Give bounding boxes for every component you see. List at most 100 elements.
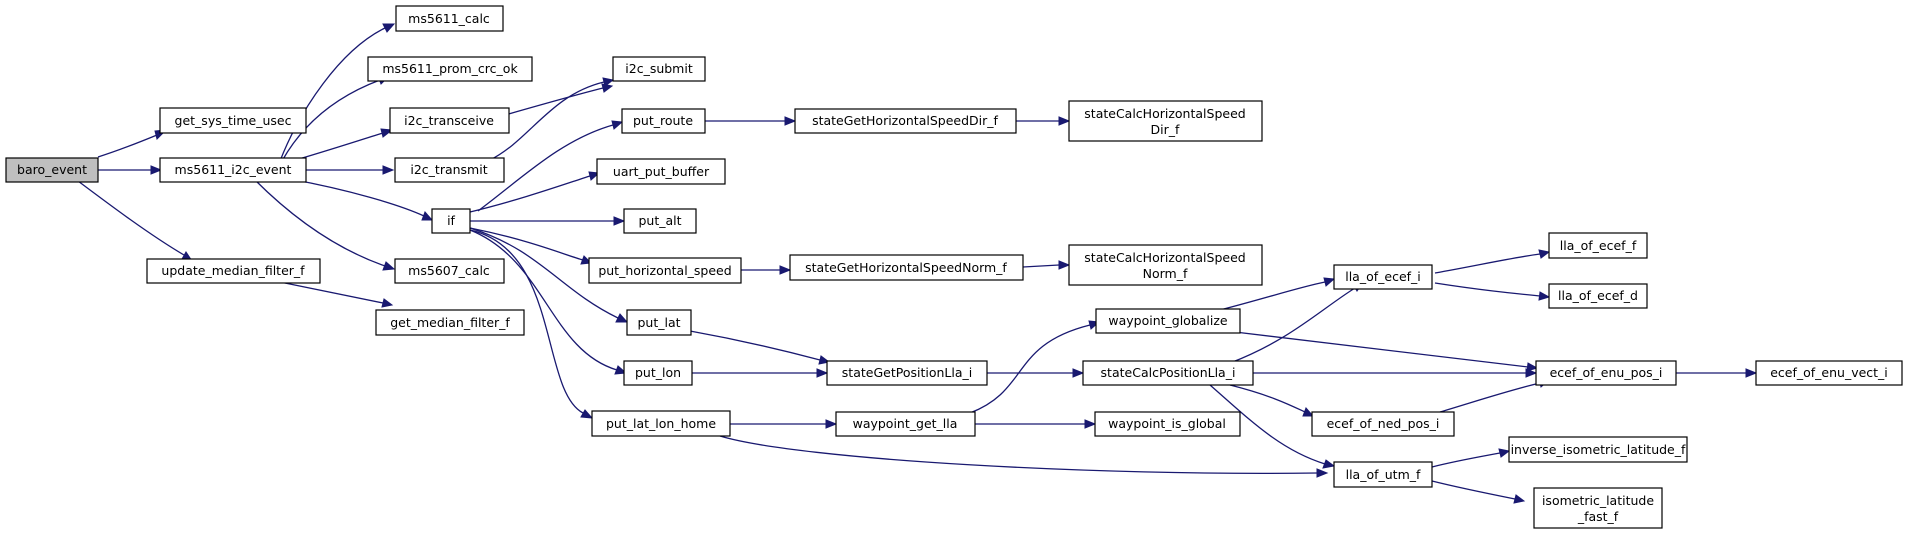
node-i2c_transceive[interactable]: i2c_transceive	[389, 107, 510, 134]
svg-text:stateCalcHorizontalSpeed: stateCalcHorizontalSpeed	[1084, 250, 1245, 265]
edge-lla_of_ecef_i-lla_of_ecef_d	[1434, 282, 1551, 301]
edge-ms5611_i2c_event-i2c_transceive	[291, 128, 394, 162]
node-ms5611_prom_crc_ok[interactable]: ms5611_prom_crc_ok	[367, 56, 533, 82]
edge-put_lon-stateGetPositionLla_i	[690, 368, 829, 378]
edge-i2c_transceive-i2c_submit	[504, 83, 614, 116]
svg-text:Norm_f: Norm_f	[1143, 266, 1188, 281]
node-isometric_latitude_fast_f[interactable]: isometric_latitude _fast_f	[1533, 487, 1663, 529]
edge-put_route-stateGetHorizontalSpeedDir_f	[705, 116, 797, 126]
svg-text:ecef_of_enu_vect_i: ecef_of_enu_vect_i	[1770, 365, 1888, 380]
node-uart_put_buffer[interactable]: uart_put_buffer	[596, 158, 726, 185]
svg-text:lla_of_ecef_i: lla_of_ecef_i	[1345, 269, 1421, 284]
node-put_lon[interactable]: put_lon	[623, 360, 693, 386]
edge-ms5611_i2c_event-if	[289, 178, 434, 221]
svg-text:lla_of_ecef_f: lla_of_ecef_f	[1560, 238, 1637, 253]
svg-text:stateGetHorizontalSpeedDir_f: stateGetHorizontalSpeedDir_f	[812, 113, 998, 128]
edge-ms5611_i2c_event-ms5611_calc	[279, 23, 396, 162]
node-ms5611_calc[interactable]: ms5611_calc	[395, 5, 504, 32]
node-put_horizontal_speed[interactable]: put_horizontal_speed	[588, 257, 742, 284]
node-put_route[interactable]: put_route	[621, 108, 706, 134]
svg-text:put_horizontal_speed: put_horizontal_speed	[598, 263, 731, 278]
node-stateCalcPositionLla_i[interactable]: stateCalcPositionLla_i	[1082, 360, 1254, 386]
edge-lla_of_utm_f-inverse_isometric_latitude_f	[1431, 448, 1511, 468]
node-put_lat_lon_home[interactable]: put_lat_lon_home	[591, 410, 731, 437]
node-waypoint_get_lla[interactable]: waypoint_get_lla	[835, 411, 976, 437]
svg-text:inverse_isometric_latitude_f: inverse_isometric_latitude_f	[1511, 442, 1686, 457]
edge-baro_event-get_sys_time_usec	[97, 129, 168, 158]
node-i2c_submit[interactable]: i2c_submit	[612, 56, 706, 82]
node-lla_of_ecef_f[interactable]: lla_of_ecef_f	[1548, 232, 1648, 259]
svg-text:isometric_latitude: isometric_latitude	[1542, 493, 1654, 508]
svg-text:ms5611_prom_crc_ok: ms5611_prom_crc_ok	[382, 61, 518, 76]
node-stateGetHorizontalSpeedNorm_f[interactable]: stateGetHorizontalSpeedNorm_f	[789, 254, 1024, 281]
svg-text:if: if	[447, 213, 455, 228]
edge-waypoint_globalize-ecef_of_enu_pos_i	[1234, 331, 1539, 372]
node-put_lat[interactable]: put_lat	[626, 309, 692, 336]
edge-put_lat-stateGetPositionLla_i	[689, 330, 831, 365]
edge-if-put_lat_lon_home	[469, 229, 594, 419]
edge-stateCalcPositionLla_i-lla_of_ecef_i	[1229, 281, 1365, 364]
node-update_median_filter_f[interactable]: update_median_filter_f	[146, 258, 321, 284]
edge-update_median_filter_f-get_median_filter_f	[279, 281, 394, 308]
node-stateGetHorizontalSpeedDir_f[interactable]: stateGetHorizontalSpeedDir_f	[794, 108, 1017, 134]
node-ms5607_calc[interactable]: ms5607_calc	[394, 258, 505, 284]
svg-text:put_alt: put_alt	[638, 213, 681, 228]
edge-stateGetPositionLla_i-stateCalcPositionLla_i	[987, 368, 1085, 378]
edge-if-put_lat	[469, 227, 629, 323]
svg-text:ms5611_calc: ms5611_calc	[408, 11, 490, 26]
edge-ecef_of_enu_pos_i-ecef_of_enu_vect_i	[1676, 368, 1758, 378]
svg-text:waypoint_is_global: waypoint_is_global	[1108, 416, 1226, 431]
edge-waypoint_get_lla-waypoint_globalize	[969, 320, 1101, 414]
svg-text:lla_of_utm_f: lla_of_utm_f	[1346, 467, 1421, 482]
node-waypoint_is_global[interactable]: waypoint_is_global	[1094, 411, 1241, 437]
edge-ms5611_i2c_event-i2c_transmit	[306, 165, 395, 175]
svg-text:update_median_filter_f: update_median_filter_f	[161, 263, 305, 278]
edge-lla_of_utm_f-isometric_latitude_fast_f	[1431, 480, 1526, 504]
edge-stateCalcPositionLla_i-ecef_of_ned_pos_i	[1229, 384, 1315, 417]
node-lla_of_ecef_i[interactable]: lla_of_ecef_i	[1333, 264, 1433, 290]
svg-text:stateGetPositionLla_i: stateGetPositionLla_i	[842, 365, 972, 380]
edge-stateCalcPositionLla_i-lla_of_utm_f	[1209, 384, 1336, 469]
svg-text:i2c_transmit: i2c_transmit	[410, 162, 487, 177]
node-lla_of_utm_f[interactable]: lla_of_utm_f	[1333, 461, 1433, 488]
node-get_median_filter_f[interactable]: get_median_filter_f	[375, 309, 525, 336]
node-ecef_of_enu_pos_i[interactable]: ecef_of_enu_pos_i	[1535, 360, 1677, 386]
svg-text:uart_put_buffer: uart_put_buffer	[613, 164, 710, 179]
edge-baro_event-ms5611_i2c_event	[98, 165, 163, 175]
node-put_alt[interactable]: put_alt	[623, 208, 697, 234]
node-stateCalcHorizontalSpeedDir_f[interactable]: stateCalcHorizontalSpeed Dir_f	[1068, 100, 1263, 142]
svg-text:baro_event: baro_event	[17, 162, 87, 177]
svg-text:_fast_f: _fast_f	[1577, 509, 1619, 524]
node-if[interactable]: if	[431, 208, 471, 234]
edge-if-put_route	[477, 120, 624, 212]
node-ms5611_i2c_event[interactable]: ms5611_i2c_event	[159, 157, 307, 183]
svg-text:put_lat_lon_home: put_lat_lon_home	[606, 416, 716, 431]
node-i2c_transmit[interactable]: i2c_transmit	[394, 157, 505, 183]
edge-stateCalcPositionLla_i-ecef_of_enu_pos_i	[1250, 368, 1538, 378]
node-get_sys_time_usec[interactable]: get_sys_time_usec	[159, 107, 307, 134]
svg-text:ms5607_calc: ms5607_calc	[408, 263, 490, 278]
edge-baro_event-update_median_filter_f	[77, 180, 194, 262]
node-stateGetPositionLla_i[interactable]: stateGetPositionLla_i	[826, 360, 988, 386]
edge-stateGetHorizontalSpeedDir_f-stateCalcHorizontalSpeedDir_f	[1016, 116, 1071, 126]
node-waypoint_globalize[interactable]: waypoint_globalize	[1095, 308, 1241, 334]
edge-waypoint_globalize-lla_of_ecef_i	[1219, 277, 1336, 311]
svg-text:waypoint_globalize: waypoint_globalize	[1108, 313, 1228, 328]
edge-if-put_lon	[469, 229, 628, 375]
edge-if-put_alt	[470, 216, 626, 226]
svg-text:get_median_filter_f: get_median_filter_f	[390, 315, 510, 330]
svg-text:Dir_f: Dir_f	[1151, 122, 1180, 137]
node-stateCalcHorizontalSpeedNorm_f[interactable]: stateCalcHorizontalSpeed Norm_f	[1068, 244, 1263, 286]
node-lla_of_ecef_d[interactable]: lla_of_ecef_d	[1548, 283, 1648, 309]
edge-i2c_transmit-i2c_submit	[489, 77, 615, 161]
node-ecef_of_enu_vect_i[interactable]: ecef_of_enu_vect_i	[1755, 360, 1903, 386]
node-baro_event[interactable]: baro_event	[5, 157, 99, 183]
edge-ms5611_i2c_event-ms5607_calc	[254, 179, 396, 271]
svg-text:ecef_of_ned_pos_i: ecef_of_ned_pos_i	[1327, 416, 1440, 431]
svg-text:stateCalcPositionLla_i: stateCalcPositionLla_i	[1101, 365, 1236, 380]
svg-text:put_lon: put_lon	[635, 365, 681, 380]
node-inverse_isometric_latitude_f[interactable]: inverse_isometric_latitude_f	[1508, 436, 1688, 463]
node-ecef_of_ned_pos_i[interactable]: ecef_of_ned_pos_i	[1311, 411, 1455, 437]
svg-text:i2c_submit: i2c_submit	[625, 61, 693, 76]
edge-waypoint_get_lla-waypoint_is_global	[975, 419, 1097, 429]
